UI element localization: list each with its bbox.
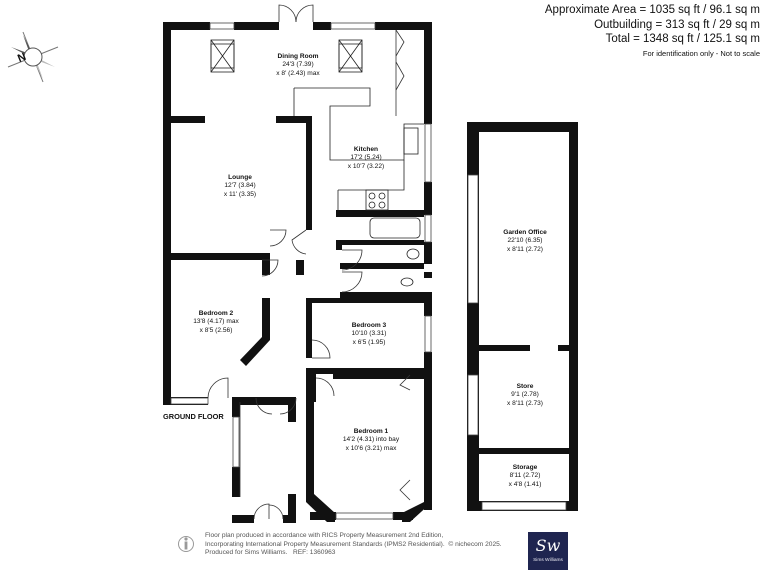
room-dim: x 11' (3.35) — [223, 190, 257, 198]
room-dim: 13'8 (4.17) max — [193, 318, 239, 326]
logo-caption: Sims Williams — [533, 558, 563, 563]
room-dim: x 4'8 (1.41) — [508, 480, 542, 488]
outbuilding-area: Outbuilding = 313 sq ft / 29 sq m — [594, 18, 760, 31]
room-dim: 24'3 (7.39) — [282, 61, 314, 69]
logo-monogram: Sw — [535, 536, 561, 555]
room-lounge: Lounge 12'7 (3.84) x 11' (3.35) — [205, 174, 275, 199]
room-dim: x 8' (2.43) max — [276, 69, 320, 77]
room-bedroom2: Bedroom 2 13'8 (4.17) max x 8'5 (2.56) — [178, 310, 254, 335]
room-bedroom3: Bedroom 3 10'10 (3.31) x 6'5 (1.95) — [335, 322, 403, 347]
company-logo: Sw Sims Williams — [528, 532, 568, 570]
room-name: Storage — [512, 464, 538, 471]
person-icon — [178, 536, 194, 552]
room-storage: Storage 8'11 (2.72) x 4'8 (1.41) — [490, 464, 560, 489]
room-name: Bedroom 2 — [198, 310, 234, 317]
total-area: Total = 1348 sq ft / 125.1 sq m — [605, 33, 760, 45]
room-name: Bedroom 3 — [351, 322, 387, 329]
room-dining: Dining Room 24'3 (7.39) x 8' (2.43) max — [268, 53, 328, 78]
skylights — [210, 39, 363, 73]
room-dim: x 8'11 (2.72) — [507, 245, 543, 253]
room-dim: x 8'11 (2.73) — [507, 399, 543, 407]
room-name: Store — [516, 383, 534, 390]
floor-label: GROUND FLOOR — [163, 412, 224, 421]
approx-area: Approximate Area = 1035 sq ft / 96.1 sq … — [544, 4, 760, 16]
footer-line2: Incorporating International Property Mea… — [205, 540, 445, 548]
room-garden-office: Garden Office 22'10 (6.35) x 8'11 (2.72) — [490, 229, 560, 254]
room-dim: x 8'5 (2.56) — [199, 326, 233, 334]
room-dim: 10'10 (3.31) — [351, 330, 387, 338]
room-dim: 17'2 (5.24) — [350, 154, 382, 162]
room-name: Garden Office — [503, 229, 547, 236]
kitchen-units — [293, 87, 424, 211]
room-dim: 14'2 (4.31) into bay — [342, 436, 400, 444]
area-summary: Approximate Area = 1035 sq ft / 96.1 sq … — [545, 3, 760, 47]
room-dim: 8'11 (2.72) — [509, 472, 541, 480]
room-dim: x 10'6 (3.21) max — [345, 444, 397, 452]
room-dim: 9'1 (2.78) — [511, 391, 539, 399]
footer-copyright: © nichecom 2025. — [448, 540, 502, 548]
room-bedroom1: Bedroom 1 14'2 (4.31) into bay x 10'6 (3… — [326, 428, 416, 453]
room-name: Dining Room — [277, 53, 319, 60]
footer-ref: REF: 1360963 — [292, 549, 336, 556]
room-dim: 12'7 (3.84) — [224, 182, 256, 190]
bathroom-fixtures — [369, 217, 421, 287]
windows — [170, 22, 567, 520]
room-dim: x 6'5 (1.95) — [352, 338, 386, 346]
room-dim: x 10'7 (3.22) — [347, 162, 385, 170]
room-name: Kitchen — [353, 146, 379, 153]
footer-line3: Produced for Sims Williams. — [205, 549, 288, 556]
footer-text: Floor plan produced in accordance with R… — [205, 532, 502, 558]
footer-line1: Floor plan produced in accordance with R… — [205, 532, 444, 539]
room-store: Store 9'1 (2.78) x 8'11 (2.73) — [490, 383, 560, 408]
room-kitchen: Kitchen 17'2 (5.24) x 10'7 (3.22) — [335, 146, 397, 171]
compass-rose-icon — [7, 31, 59, 83]
room-name: Lounge — [228, 174, 252, 181]
scale-note: For identification only - Not to scale — [642, 49, 760, 58]
door-swings — [207, 4, 411, 520]
room-name: Bedroom 1 — [353, 428, 389, 435]
room-dim: 22'10 (6.35) — [507, 237, 543, 245]
